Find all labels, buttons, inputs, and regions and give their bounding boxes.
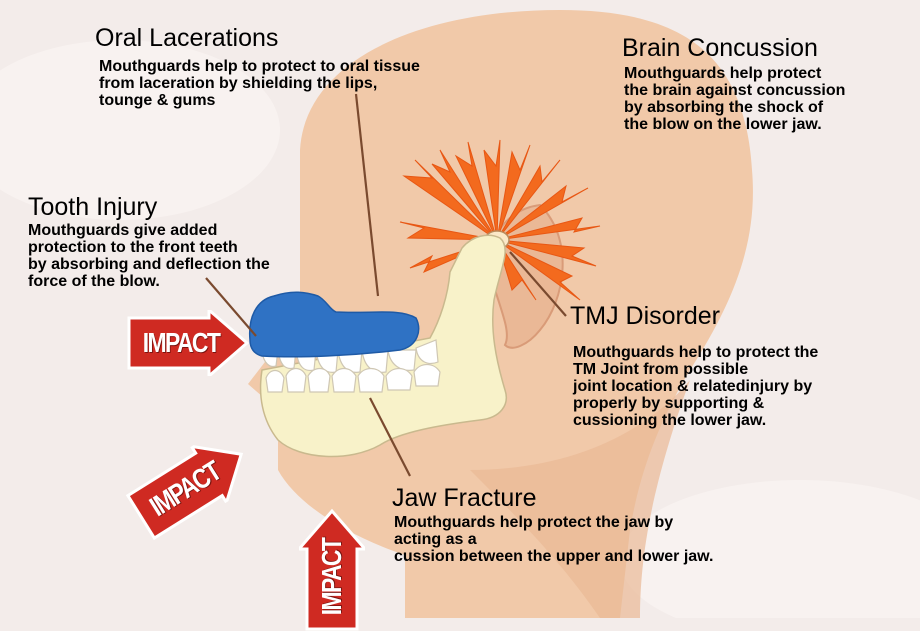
callout-line: Mouthguards help to protect to oral tiss…: [99, 58, 420, 75]
callout-line: properly by supporting &: [573, 395, 765, 412]
callout-title: Oral Lacerations: [95, 24, 279, 52]
arrow-right-icon: [125, 444, 244, 541]
callout-line: joint location & relatedinjury by: [573, 378, 813, 395]
callout-line: Mouthguards help protect: [624, 65, 822, 82]
background-blotch: [0, 40, 280, 220]
arrow-right-icon: [127, 310, 250, 376]
callout-text: Mouthguards help protect the jaw by acti…: [394, 514, 713, 565]
callout-line: force of the blow.: [28, 273, 160, 290]
callout-brain-concussion: Brain Concussion Mouthguards help protec…: [622, 34, 845, 133]
diagram-illustration: [0, 10, 920, 618]
impact-label: IMPACT: [316, 538, 347, 616]
burst: [399, 139, 601, 301]
callout-text: Mouthguards help to protect the TM Joint…: [573, 344, 818, 429]
leader-line-jaw: [369, 397, 411, 477]
lower-teeth: [265, 363, 441, 393]
jaw-bone: [259, 234, 507, 458]
callout-title: Tooth Injury: [28, 193, 158, 221]
callout-line: the blow on the lower jaw.: [624, 116, 822, 133]
impact-label: IMPACT: [142, 327, 221, 358]
callout-tooth-injury: Tooth Injury Mouthguards give added prot…: [28, 193, 270, 290]
leader-lines: [205, 93, 567, 477]
callout-line: Mouthguards help to protect the: [573, 344, 819, 361]
callout-line: tounge & gums: [99, 92, 216, 109]
mouthguard: [248, 291, 420, 358]
callout-line: the brain against concussion: [624, 82, 846, 99]
callout-line: Mouthguards help protect the jaw by: [394, 514, 674, 531]
callout-line: Mouthguards give added: [28, 222, 218, 239]
impact-arrow-1: IMPACT: [127, 310, 251, 376]
callout-text: Mouthguards help protect the brain again…: [624, 65, 845, 133]
leader-line-tooth: [205, 277, 257, 337]
callout-title: TMJ Disorder: [570, 302, 721, 330]
callout-jaw-fracture: Jaw Fracture Mouthguards help protect th…: [392, 484, 713, 565]
background-blotch: [620, 480, 920, 618]
callout-line: by absorbing the shock of: [624, 99, 824, 116]
callout-title: Jaw Fracture: [392, 484, 537, 512]
callout-title: Brain Concussion: [622, 34, 818, 62]
leader-line-tmj: [509, 251, 567, 317]
callout-line: protection to the front teeth: [28, 239, 238, 256]
callout-line: acting as a: [394, 531, 477, 548]
callout-text: Mouthguards give added protection to the…: [28, 222, 270, 290]
upper-teeth: [261, 339, 439, 373]
leader-line-oral: [354, 93, 380, 297]
impact-arrow-2: IMPACT: [122, 424, 262, 546]
neck-shadow: [470, 380, 690, 618]
callout-oral-lacerations: Oral Lacerations Mouthguards help to pro…: [95, 24, 420, 109]
callout-line: TM Joint from possible: [573, 361, 749, 378]
callout-line: from laceration by shielding the lips,: [99, 75, 378, 92]
callout-line: by absorbing and deflection the: [28, 256, 270, 273]
impact-arrow-3: IMPACT: [299, 507, 365, 631]
callout-line: cussion between the upper and lower jaw.: [394, 548, 714, 565]
callout-text: Mouthguards help to protect to oral tiss…: [99, 58, 420, 109]
callout-tmj-disorder: TMJ Disorder Mouthguards help to protect…: [570, 302, 818, 429]
callout-line: cussioning the lower jaw.: [573, 412, 767, 429]
arrow-up-icon: [299, 508, 365, 631]
